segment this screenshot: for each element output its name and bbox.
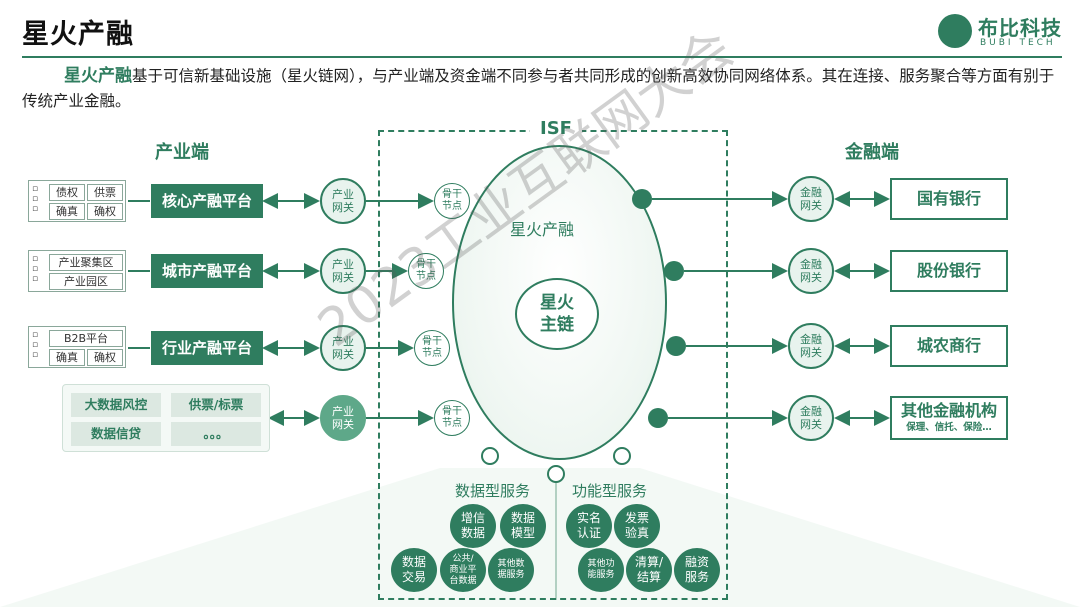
node-label: 骨干 节点 [442,406,462,429]
source-cell: 确权 [87,349,123,366]
bank-state-owned: 国有银行 [890,178,1008,220]
service-access-point [547,465,565,483]
finance-access-point [632,189,652,209]
source-box-3: ▫▫▫ B2B平台 确真 确权 [28,326,126,368]
gateway-label: 产业 网关 [332,188,354,214]
backbone-node: 骨干 节点 [434,183,470,219]
platform-core: 核心产融平台 [151,184,263,218]
gateway-label: 产业 网关 [332,258,354,284]
data-services-title: 数据型服务 [455,482,531,500]
service-access-point [613,447,631,465]
gateway-label: 金融 网关 [800,405,822,431]
source-box-2: ▫▫▫ 产业聚集区 产业园区 [28,250,126,292]
finance-access-point [648,408,668,428]
function-service: 其他功 能服务 [578,548,624,592]
intro-highlight: 星火产融 [64,66,132,86]
function-service: 发票 验真 [614,504,660,548]
service-label: 融资 服务 [684,555,709,584]
data-service: 其他数 据服务 [488,548,534,592]
data-service: 公共/ 商业平 台数据 [440,548,486,592]
tag-panel: 大数据风控 供票/标票 数据信贷 。。。 [62,384,270,452]
bullet-icon: ▫▫▫ [32,184,39,214]
finance-access-point [666,336,686,356]
source-cell: 供票 [87,184,123,201]
platform-city: 城市产融平台 [151,254,263,288]
tag-item: 供票/标票 [171,393,261,417]
source-cell: 确真 [49,349,85,366]
logo-name: 布比科技 [978,16,1062,40]
finance-gateway: 金融 网关 [788,395,834,441]
source-cell: 产业园区 [49,273,123,290]
node-label: 骨干 节点 [442,189,462,212]
finance-title: 金融端 [845,142,899,163]
function-service: 实名 认证 [566,504,612,548]
industry-gateway: 产业 网关 [320,248,366,294]
bank-rural-commercial: 城农商行 [890,325,1008,367]
industry-title: 产业端 [155,142,209,163]
bank-subtitle: 保理、信托、保险… [906,422,992,433]
source-box-1: ▫▫▫ 债权 供票 确真 确权 [28,180,126,222]
bank-joint-stock: 股份银行 [890,250,1008,292]
backbone-node: 骨干 节点 [414,330,450,366]
service-label: 数据 模型 [510,511,535,540]
source-cell: 债权 [49,184,85,201]
function-service: 融资 服务 [674,548,720,592]
finance-gateway: 金融 网关 [788,323,834,369]
source-cell: B2B平台 [49,330,123,347]
backbone-node: 骨干 节点 [434,400,470,436]
tag-item: 。。。 [171,422,261,446]
main-chain: 星火 主链 [515,278,599,350]
tag-item: 数据信贷 [71,422,161,446]
service-label: 增信 数据 [460,511,485,540]
service-label: 发票 验真 [624,511,649,540]
bank-other-institutions: 其他金融机构 保理、信托、保险… [890,396,1008,440]
gateway-label: 产业 网关 [332,335,354,361]
gateway-label: 金融 网关 [800,186,822,212]
isf-label: ISF [530,118,582,139]
service-access-point [481,447,499,465]
service-label: 数据 交易 [401,555,426,584]
bullet-icon: ▫▫▫ [32,330,39,360]
gateway-label: 金融 网关 [800,258,822,284]
service-label: 实名 认证 [576,511,601,540]
logo-mark-icon [938,14,972,48]
bank-name: 其他金融机构 [900,401,997,420]
main-chain-label: 星火 主链 [540,293,574,335]
industry-gateway: 产业 网关 [320,395,366,441]
gateway-label: 产业 网关 [332,405,354,431]
node-label: 骨干 节点 [416,259,436,282]
industry-gateway: 产业 网关 [320,178,366,224]
page-title: 星火产融 [22,19,134,50]
intro-paragraph: 星火产融基于可信新基础设施（星火链网），与产业端及资金端不同参与者共同形成的创新… [22,64,1066,114]
function-service: 清算/ 结算 [626,548,672,592]
data-service: 数据 模型 [500,504,546,548]
intro-text: 基于可信新基础设施（星火链网），与产业端及资金端不同参与者共同形成的创新高效协同… [22,67,1055,110]
source-cell: 确权 [87,203,123,220]
service-label: 其他功 能服务 [587,559,615,580]
bullet-icon: ▫▫▫ [32,254,39,284]
finance-gateway: 金融 网关 [788,176,834,222]
industry-gateway: 产业 网关 [320,325,366,371]
service-label: 其他数 据服务 [497,559,525,580]
oval-label: 星火产融 [510,220,575,239]
source-cell: 确真 [49,203,85,220]
finance-access-point [664,261,684,281]
gateway-label: 金融 网关 [800,333,822,359]
platform-industry: 行业产融平台 [151,331,263,365]
logo-subtitle: BUBI TECH [980,38,1056,48]
finance-gateway: 金融 网关 [788,248,834,294]
title-divider [22,56,1062,58]
company-logo: 布比科技 BUBI TECH [938,10,1068,54]
data-service: 增信 数据 [450,504,496,548]
source-cell: 产业聚集区 [49,254,123,271]
data-service: 数据 交易 [391,548,437,592]
tag-item: 大数据风控 [71,393,161,417]
service-label: 公共/ 商业平 台数据 [449,553,477,586]
node-label: 骨干 节点 [422,336,442,359]
service-label: 清算/ 结算 [634,555,664,584]
backbone-node: 骨干 节点 [408,253,444,289]
function-services-title: 功能型服务 [572,482,648,500]
